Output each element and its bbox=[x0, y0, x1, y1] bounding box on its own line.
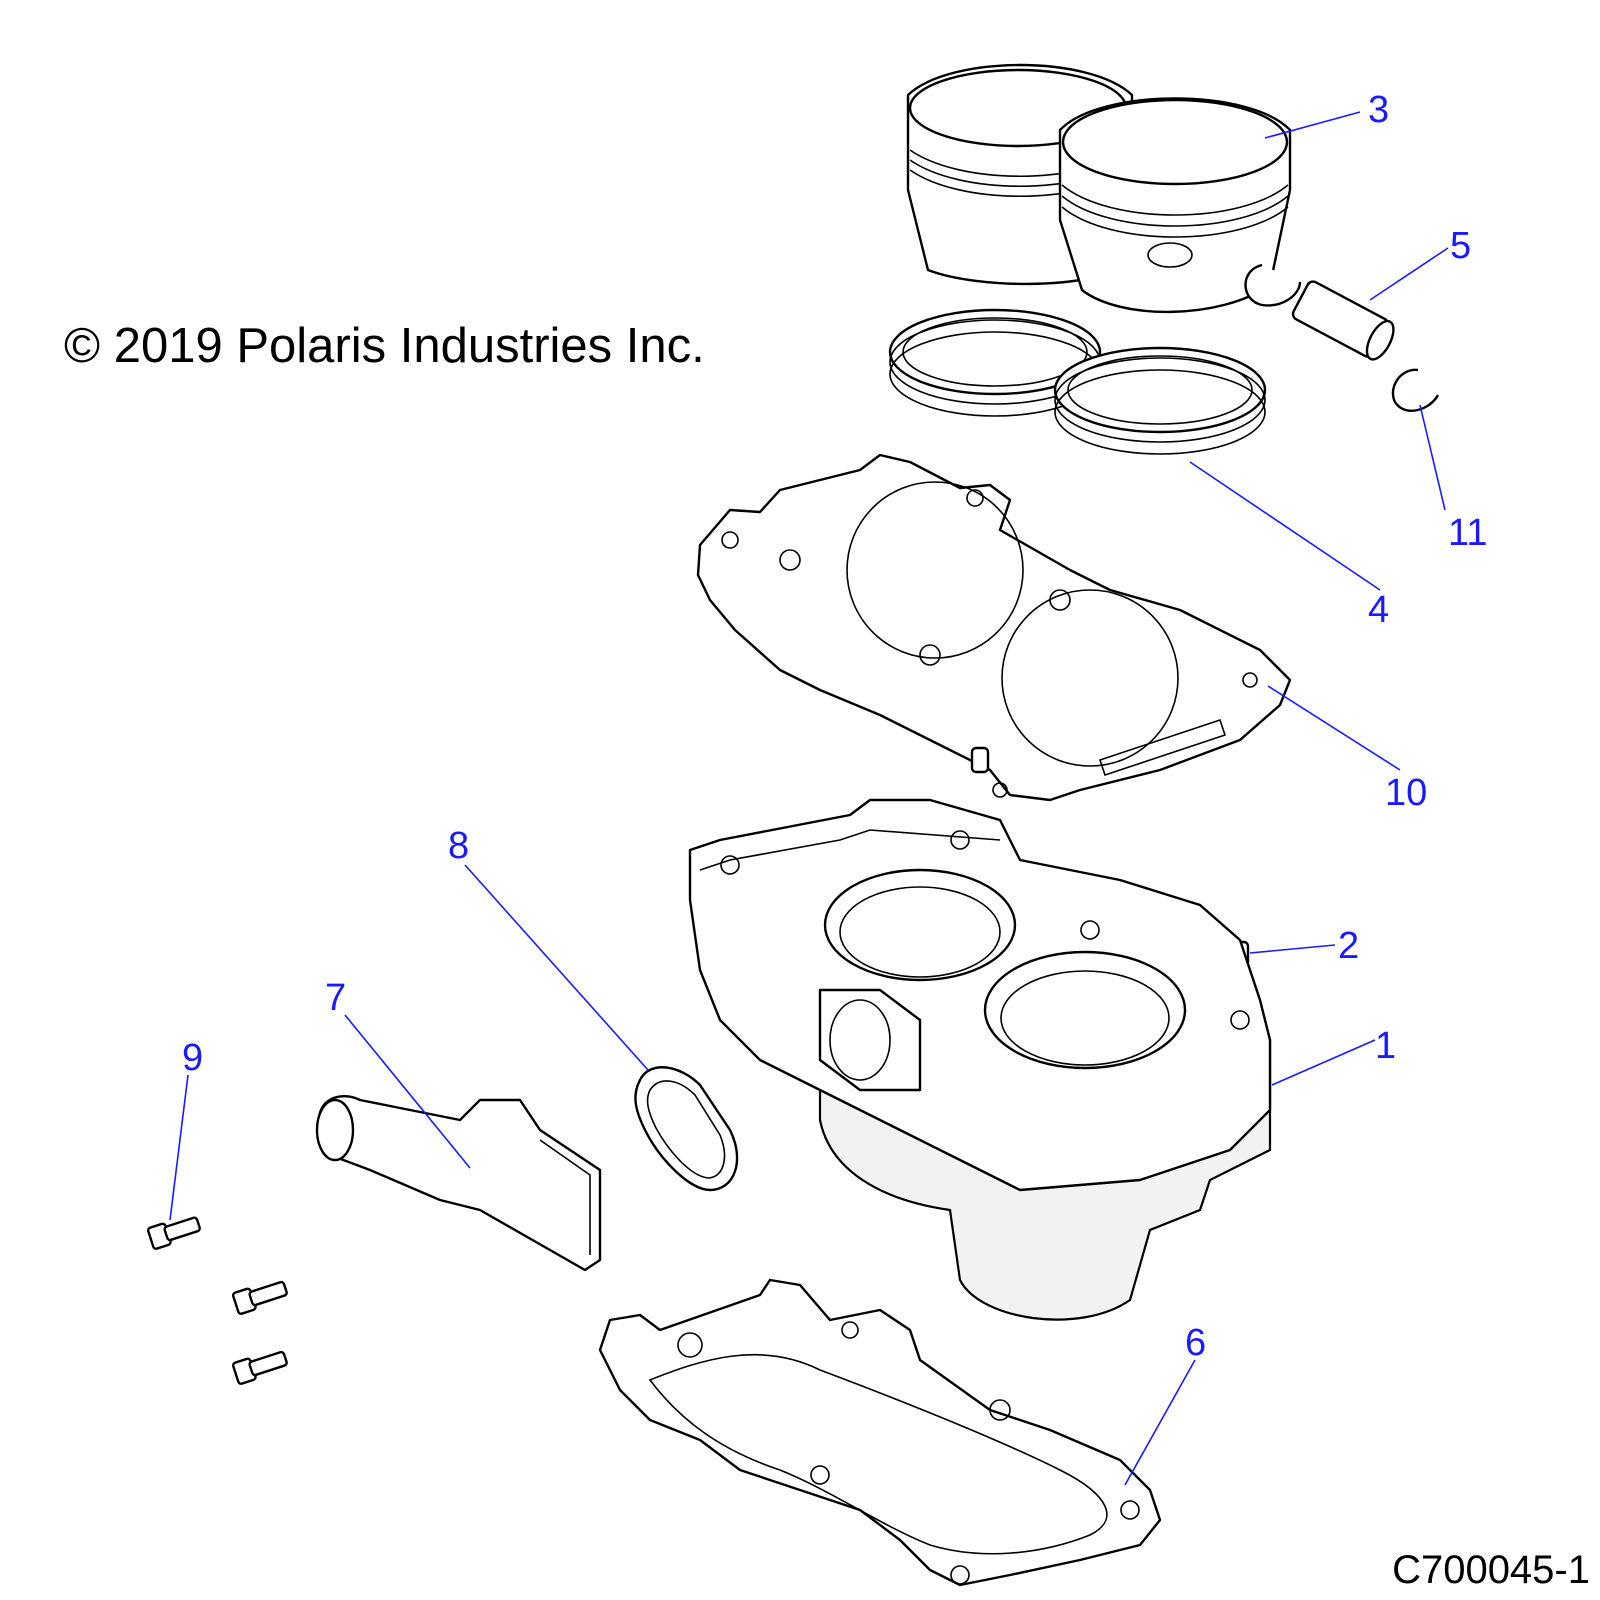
outlet-seal bbox=[634, 1066, 739, 1192]
head-gasket bbox=[696, 453, 1292, 802]
callout-3: 3 bbox=[1368, 89, 1389, 131]
callout-2: 2 bbox=[1338, 925, 1359, 967]
callout-6: 6 bbox=[1185, 1322, 1206, 1364]
water-outlet bbox=[315, 1095, 602, 1272]
wrist-pin-assembly bbox=[1244, 263, 1440, 412]
wrist-pin bbox=[1291, 280, 1395, 361]
callout-9: 9 bbox=[182, 1037, 203, 1079]
circlip-bottom bbox=[1391, 368, 1440, 412]
copyright-notice: © 2019 Polaris Industries Inc. bbox=[64, 319, 705, 373]
callout-7: 7 bbox=[325, 977, 346, 1019]
piston-right bbox=[1058, 97, 1292, 314]
base-gasket bbox=[598, 1278, 1162, 1587]
callout-1: 1 bbox=[1375, 1025, 1396, 1067]
cylinder-block bbox=[688, 798, 1272, 1321]
piston-pair bbox=[906, 63, 1292, 314]
callout-4: 4 bbox=[1368, 589, 1389, 631]
piston-ring-sets bbox=[888, 308, 1267, 455]
callout-5: 5 bbox=[1450, 225, 1471, 267]
callout-8: 8 bbox=[448, 825, 469, 867]
callout-11: 11 bbox=[1448, 512, 1487, 554]
circlip-top bbox=[1244, 263, 1302, 307]
callout-10: 10 bbox=[1385, 772, 1427, 814]
document-id: C700045-1 bbox=[1392, 1548, 1590, 1592]
leader-lines bbox=[169, 111, 1449, 1486]
bolts bbox=[146, 1216, 288, 1385]
callout-labels: 1 2 3 4 5 6 7 8 9 10 11 bbox=[182, 89, 1487, 1364]
